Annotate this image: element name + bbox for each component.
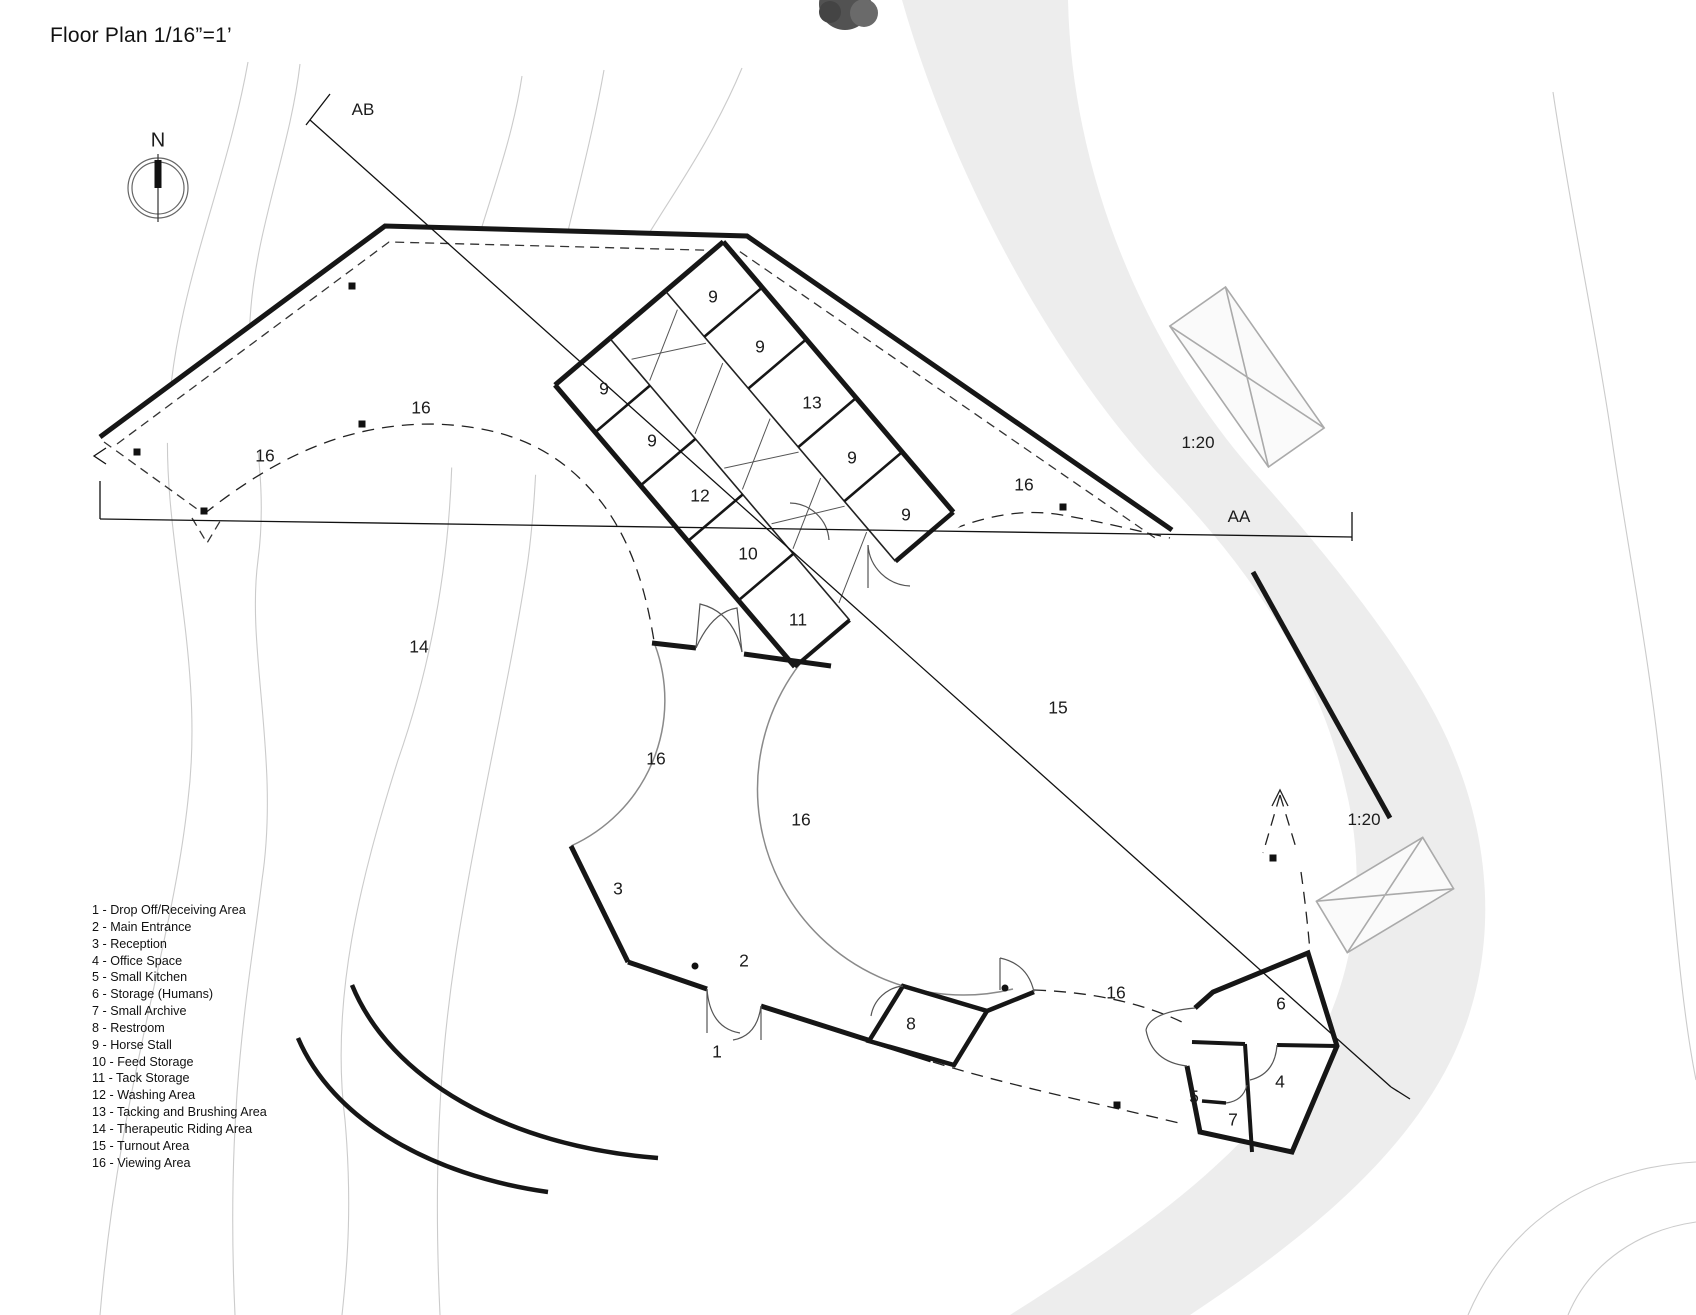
legend-item: 10 - Feed Storage	[92, 1054, 194, 1069]
door-arc	[1145, 1007, 1278, 1104]
room-label-13: 13	[802, 392, 822, 413]
room-label-9: 9	[708, 286, 718, 307]
main-entrance-door	[706, 988, 762, 1041]
room-label-4: 4	[1275, 1071, 1285, 1092]
ramp-lower	[1315, 836, 1455, 954]
legend-item: 8 - Restroom	[92, 1020, 165, 1035]
section-line-aa	[92, 447, 1353, 541]
room-label-9: 9	[755, 336, 765, 357]
arena-entry-wall	[651, 603, 832, 669]
area-label-15: 15	[1048, 697, 1068, 718]
site-path	[902, 0, 1486, 1315]
area-label-14: 14	[409, 636, 429, 657]
door-arc	[695, 603, 743, 653]
retaining-walls	[295, 570, 1393, 1195]
area-label-1: 1	[712, 1041, 722, 1062]
stall-gate-lines	[631, 309, 868, 604]
room-label-9: 9	[847, 447, 857, 468]
arrow-tip	[1271, 788, 1289, 807]
section-label-ab: AB	[351, 100, 375, 119]
area-label-16: 16	[411, 397, 431, 418]
section-label-aa: AA	[1227, 507, 1251, 526]
legend-item: 16 - Viewing Area	[92, 1155, 191, 1170]
area-label-16: 16	[255, 445, 275, 466]
room-label-10: 10	[738, 543, 758, 564]
north-label: N	[150, 129, 166, 152]
area-label-16: 16	[791, 809, 811, 830]
room-label-6: 6	[1276, 993, 1286, 1014]
slope-label-upper: 1:20	[1181, 433, 1215, 452]
north-compass-icon	[127, 154, 189, 222]
legend-item: 14 - Therapeutic Riding Area	[92, 1121, 253, 1136]
slope-label-lower: 1:20	[1347, 810, 1381, 829]
room-label-8: 8	[906, 1013, 916, 1034]
plan-title: Floor Plan 1/16”=1’	[50, 24, 232, 47]
room-label-9: 9	[901, 504, 911, 525]
contour-lines	[99, 61, 1696, 1315]
legend-item: 6 - Storage (Humans)	[92, 987, 214, 1002]
legend-item: 11 - Tack Storage	[92, 1071, 190, 1086]
legend-item: 12 - Washing Area	[92, 1088, 196, 1103]
door-symbols	[789, 502, 911, 588]
area-label-16: 16	[1106, 982, 1126, 1003]
legend-item: 15 - Turnout Area	[92, 1138, 190, 1153]
legend-item: 2 - Main Entrance	[92, 919, 192, 934]
stall-block	[553, 239, 964, 669]
legend-item: 5 - Small Kitchen	[92, 970, 188, 985]
room-label-7: 7	[1228, 1109, 1238, 1130]
office-interior-walls	[1191, 1040, 1338, 1153]
legend-item: 9 - Horse Stall	[92, 1037, 172, 1052]
roof-overhang-dashed	[103, 241, 1159, 545]
column-markers	[133, 282, 1277, 1109]
area-label-16: 16	[1014, 474, 1034, 495]
room-label-2: 2	[739, 950, 749, 971]
room-label-5: 5	[1189, 1086, 1199, 1107]
legend-item: 4 - Office Space	[92, 953, 183, 968]
room-label-9: 9	[599, 378, 609, 399]
legend-item: 7 - Small Archive	[92, 1004, 187, 1019]
legend-item: 3 - Reception	[92, 936, 167, 951]
ramp-upper	[1168, 285, 1326, 469]
fence-dashed	[203, 423, 1311, 1125]
section-line-ab	[305, 93, 1411, 1100]
tree-icon	[819, 0, 878, 30]
room-label-11: 11	[788, 609, 808, 630]
room-label-12: 12	[690, 485, 710, 506]
door-arc	[870, 957, 1035, 1017]
legend: 1 - Drop Off/Receiving Area 2 - Main Ent…	[92, 902, 267, 1172]
room-label-3: 3	[613, 878, 623, 899]
legend-item: 1 - Drop Off/Receiving Area	[92, 903, 246, 917]
stall-walls	[553, 239, 956, 669]
area-label-16: 16	[646, 748, 666, 769]
legend-item: 13 - Tacking and Brushing Area	[92, 1105, 267, 1120]
restroom-building	[865, 957, 1035, 1068]
office-building	[1145, 949, 1340, 1155]
room-label-9: 9	[647, 430, 657, 451]
